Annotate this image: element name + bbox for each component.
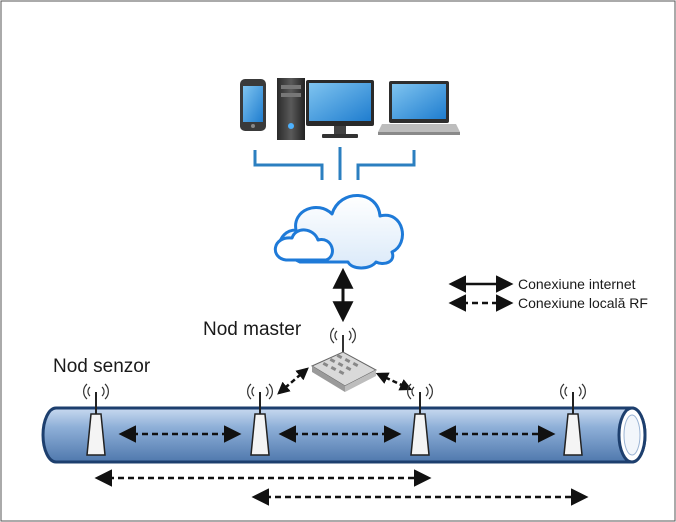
sensor-node-1	[83, 383, 109, 456]
cloud-icon	[274, 194, 404, 270]
desktop-computer-icon	[277, 78, 374, 140]
sensor-node-2	[247, 383, 273, 456]
rf-link-master-sensor3	[375, 372, 413, 391]
wireless-signal-icon	[247, 383, 273, 400]
sensor-node-3	[407, 383, 433, 456]
legend: Conexiune internet Conexiune locală RF	[448, 275, 648, 312]
legend-internet-label: Conexiune internet	[518, 276, 636, 292]
wireless-signal-icon	[83, 383, 109, 400]
wireless-signal-icon	[407, 383, 433, 400]
wireless-signal-icon	[330, 327, 356, 344]
device-connectors	[253, 147, 416, 180]
router-icon	[310, 327, 378, 392]
sensor-node-4	[560, 383, 586, 456]
sensor-node-label: Nod senzor	[53, 356, 151, 377]
laptop-icon	[378, 81, 460, 135]
legend-rf-label: Conexiune locală RF	[518, 295, 648, 311]
smartphone-icon	[240, 79, 266, 131]
wireless-signal-icon	[560, 383, 586, 400]
rf-link-master-sensor2	[277, 367, 309, 395]
master-node-label: Nod master	[203, 319, 302, 340]
